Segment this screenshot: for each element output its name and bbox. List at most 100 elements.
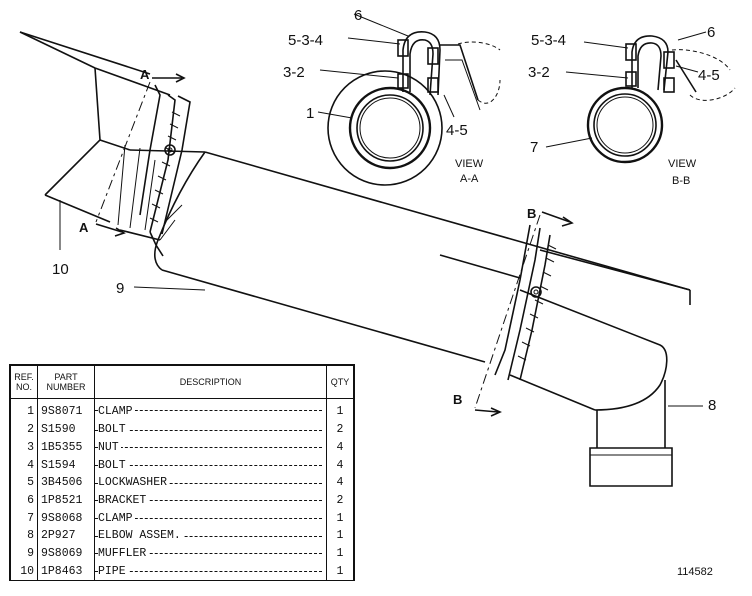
cell-description: MUFFLER: [94, 544, 327, 563]
elbow-8: [509, 289, 673, 487]
cell-qty: 1: [326, 526, 354, 545]
view-bb-callout-5-3-4: 5-3-4: [531, 32, 566, 49]
section-b-bottom: B: [453, 392, 462, 407]
view-aa: [317, 13, 501, 186]
cell-description: BOLT: [94, 456, 327, 474]
section-b-top: B: [527, 206, 536, 221]
view-aa-callout-6: 6: [354, 7, 362, 24]
cell-qty: 1: [326, 509, 354, 527]
description-text: NUT: [98, 440, 121, 454]
view-bb-callout-6: 6: [707, 24, 715, 41]
leader-dots: [95, 465, 322, 467]
clamp-a: [117, 84, 206, 235]
muffler-9: [119, 151, 691, 363]
cell-ref: 7: [10, 509, 38, 527]
header-part-number: PART NUMBER: [37, 365, 95, 399]
cell-part-number: 9S8068: [37, 509, 95, 527]
cell-ref: 3: [10, 438, 38, 457]
cell-qty: 1: [326, 398, 354, 421]
description-text: CLAMP: [98, 405, 135, 419]
callout-leaders: [59, 200, 703, 407]
section-a-bottom: A: [79, 220, 89, 235]
description-text: CLAMP: [98, 511, 135, 525]
cell-ref: 6: [10, 491, 38, 510]
cell-ref: 1: [10, 398, 38, 421]
cell-description: LOCKWASHER: [94, 473, 327, 492]
description-text: BRACKET: [98, 493, 149, 507]
section-a-line: [95, 73, 186, 237]
cell-qty: 2: [326, 420, 354, 439]
view-aa-callout-5-3-4: 5-3-4: [288, 32, 323, 49]
cell-ref: 4: [10, 456, 38, 474]
cell-description: BRACKET: [94, 491, 327, 510]
cell-ref: 8: [10, 526, 38, 545]
leader-dots: [95, 571, 322, 573]
cell-part-number: S1590: [37, 420, 95, 439]
view-bb-sub: B-B: [672, 175, 690, 187]
clamp-b: [494, 224, 557, 381]
callout-10: 10: [52, 261, 69, 278]
leader-dots: [95, 409, 322, 411]
cell-description: BOLT: [94, 420, 327, 439]
cell-qty: 1: [326, 544, 354, 563]
leader-dots: [95, 447, 322, 449]
cell-part-number: 9S8071: [37, 398, 95, 421]
leader-dots: [95, 518, 322, 520]
view-bb: [545, 31, 736, 164]
pipe-10: [19, 31, 171, 223]
leader-dots: [95, 482, 322, 484]
leader-dots: [95, 535, 322, 537]
view-bb-callout-4-5: 4-5: [698, 67, 720, 84]
view-aa-label: VIEW: [455, 158, 484, 170]
cell-part-number: 1B5355: [37, 438, 95, 457]
cell-part-number: S1594: [37, 456, 95, 474]
cell-qty: 2: [326, 491, 354, 510]
cell-part-number: 1P8521: [37, 491, 95, 510]
cell-ref: 5: [10, 473, 38, 492]
cell-description: NUT: [94, 438, 327, 457]
view-bb-label: VIEW: [668, 158, 697, 170]
cell-ref: 10: [10, 562, 38, 580]
header-qty: QTY: [326, 365, 354, 399]
leader-dots: [95, 500, 322, 502]
header-description: DESCRIPTION: [94, 365, 327, 399]
cell-description: PIPE: [94, 562, 327, 580]
cell-part-number: 1P8463: [37, 562, 95, 580]
cell-description: ELBOW ASSEM.: [94, 526, 327, 545]
section-a-top: A: [140, 67, 150, 82]
cell-description: CLAMP: [94, 509, 327, 527]
description-text: BOLT: [98, 458, 128, 472]
callout-9: 9: [116, 280, 124, 297]
view-aa-sub: A-A: [460, 173, 479, 185]
description-text: PIPE: [98, 564, 128, 578]
figure-number: 114582: [677, 566, 713, 578]
leader-dots: [95, 553, 322, 555]
description-text: MUFFLER: [98, 546, 149, 560]
view-bb-callout-7: 7: [530, 139, 538, 156]
view-aa-callout-1: 1: [306, 105, 314, 122]
cell-part-number: 2P927: [37, 526, 95, 545]
leader-dots: [95, 429, 322, 431]
description-text: ELBOW ASSEM.: [98, 529, 183, 543]
cell-ref: 9: [10, 544, 38, 563]
cell-part-number: 9S8069: [37, 544, 95, 563]
description-text: BOLT: [98, 423, 128, 437]
view-aa-callout-3-2: 3-2: [283, 64, 305, 81]
cell-qty: 4: [326, 473, 354, 492]
description-text: LOCKWASHER: [98, 476, 170, 490]
cell-qty: 4: [326, 438, 354, 457]
cell-part-number: 3B4506: [37, 473, 95, 492]
cell-ref: 2: [10, 420, 38, 439]
cell-qty: 1: [326, 562, 354, 580]
callout-8: 8: [708, 397, 716, 414]
view-aa-callout-4-5: 4-5: [446, 122, 468, 139]
